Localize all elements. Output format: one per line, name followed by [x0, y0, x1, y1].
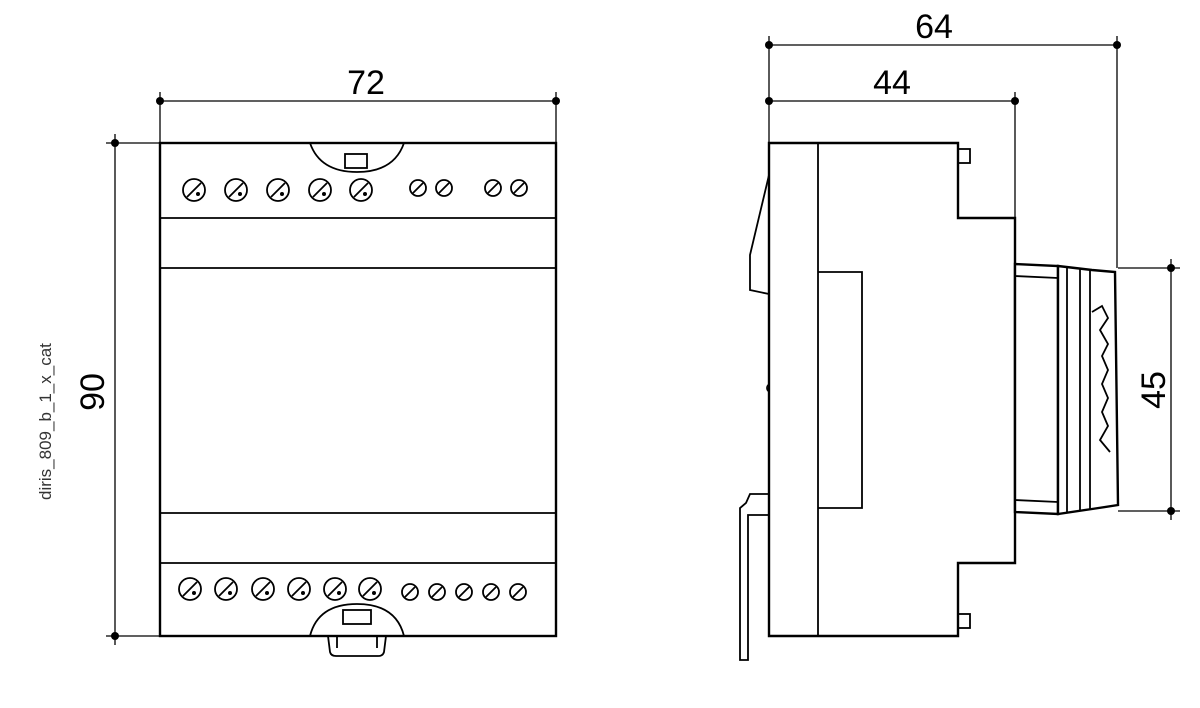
terminal-screw-icon	[435, 179, 453, 197]
terminal-screw-icon	[358, 577, 382, 601]
drawing-caption: diris_809_b_1_x_cat	[36, 343, 55, 500]
height-dimension: 90	[74, 134, 160, 645]
terminal-screw-icon	[224, 178, 248, 202]
terminal-screw-icon	[251, 577, 275, 601]
front-view: 72 90	[74, 64, 560, 657]
body-depth-dimension: 44	[765, 64, 1019, 264]
terminal-screw-icon	[484, 179, 502, 197]
total-depth-dimension: 64	[765, 8, 1121, 268]
terminal-screw-icon	[482, 583, 500, 601]
bottom-din-clip	[309, 603, 405, 657]
front-panel-profile	[1013, 262, 1120, 516]
top-terminal-row	[182, 178, 528, 202]
side-view: 64 44 45	[739, 8, 1180, 661]
terminal-screw-icon	[308, 178, 332, 202]
terminal-screw-icon	[401, 583, 419, 601]
width-dimension-label: 72	[347, 64, 385, 102]
terminal-screw-icon	[214, 577, 238, 601]
terminal-screw-icon	[428, 583, 446, 601]
terminal-screw-icon	[266, 178, 290, 202]
front-housing	[158, 141, 558, 638]
height-dimension-label: 90	[74, 373, 112, 411]
front-height-dimension: 45	[1118, 259, 1180, 520]
terminal-screw-icon	[509, 583, 527, 601]
rail-clip-bottom	[739, 493, 769, 661]
terminal-screw-icon	[349, 178, 373, 202]
side-housing	[767, 141, 1017, 638]
terminal-screw-icon	[455, 583, 473, 601]
front-height-label: 45	[1135, 371, 1173, 409]
terminal-screw-icon	[323, 577, 347, 601]
body-depth-label: 44	[873, 64, 911, 102]
terminal-screw-icon	[178, 577, 202, 601]
total-depth-label: 64	[915, 8, 953, 46]
terminal-screw-icon	[409, 179, 427, 197]
bottom-terminal-row	[178, 577, 527, 601]
rail-clip-top	[749, 143, 770, 295]
terminal-screw-icon	[182, 178, 206, 202]
width-dimension: 72	[156, 64, 560, 143]
terminal-screw-icon	[510, 179, 528, 197]
top-din-clip	[309, 142, 405, 173]
terminal-screw-icon	[287, 577, 311, 601]
